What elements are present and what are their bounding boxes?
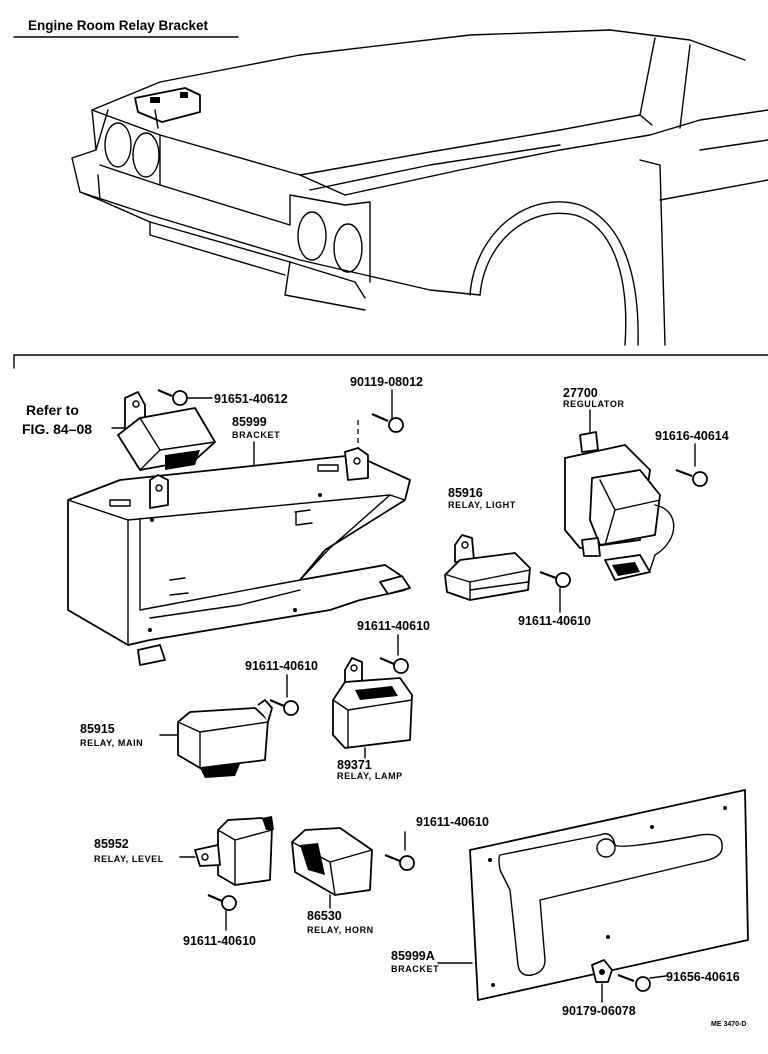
drawing-code: ME 3470-D — [711, 1021, 746, 1028]
bolt-90119 — [371, 412, 404, 433]
bolt-horn — [384, 853, 415, 871]
referenced-relay — [117, 391, 216, 471]
part-number-89371: 89371 — [337, 758, 372, 772]
part-number-85916: 85916 — [448, 486, 483, 500]
reference-line1: Refer to — [26, 402, 79, 418]
regulator-27700 — [564, 431, 675, 581]
part-number-85952: 85952 — [94, 837, 129, 851]
part-number-85915: 85915 — [80, 722, 115, 736]
relay-lamp-89371 — [332, 657, 413, 749]
part-number-91616-40614: 91616-40614 — [655, 429, 729, 443]
part-number-91611-40610-light: 91611-40610 — [518, 614, 591, 628]
relay-light-85916 — [444, 534, 531, 601]
bracket-85999A — [469, 789, 749, 1001]
relay-level-85952 — [194, 816, 274, 886]
reference-line2: FIG. 84–08 — [22, 421, 92, 437]
part-number-91656-40616: 91656-40616 — [666, 970, 740, 984]
part-number-91611-40610-lamp: 91611-40610 — [357, 619, 430, 633]
part-name-relay-light: RELAY, LIGHT — [448, 500, 516, 510]
part-name-regulator: REGULATOR — [563, 399, 625, 409]
part-name-bracket: BRACKET — [232, 430, 280, 440]
car-illustration — [71, 29, 768, 346]
bolt-level — [207, 893, 237, 911]
diagram-title: Engine Room Relay Bracket — [28, 18, 209, 33]
part-number-91651-40612: 91651-40612 — [214, 392, 288, 406]
part-number-91611-40610-horn: 91611-40610 — [416, 815, 489, 829]
part-number-90179-06078: 90179-06078 — [562, 1004, 636, 1018]
part-name-relay-horn: RELAY, HORN — [307, 925, 374, 935]
nut-90179 — [591, 959, 613, 983]
part-number-91611-40610-main: 91611-40610 — [245, 659, 318, 673]
part-number-85999A: 85999A — [391, 949, 435, 963]
part-number-85999: 85999 — [232, 415, 267, 429]
part-number-27700: 27700 — [563, 386, 598, 400]
part-name-bracket-a: BRACKET — [391, 964, 439, 974]
part-name-relay-lamp: RELAY, LAMP — [337, 771, 403, 781]
bolt-lamp — [379, 656, 409, 674]
bolt-91651 — [157, 388, 213, 406]
bracket-85999 — [67, 447, 411, 666]
part-number-91611-40610-level: 91611-40610 — [183, 934, 256, 948]
bolt-91656 — [617, 973, 651, 992]
bolt-91616 — [675, 468, 708, 487]
part-number-90119-08012: 90119-08012 — [350, 375, 423, 389]
part-number-86530: 86530 — [307, 909, 342, 923]
part-name-relay-main: RELAY, MAIN — [80, 738, 143, 748]
bolt-light — [539, 570, 571, 588]
part-name-relay-level: RELAY, LEVEL — [94, 854, 164, 864]
bolt-main — [269, 698, 299, 716]
relay-horn-86530 — [291, 827, 373, 896]
section-divider — [13, 354, 768, 369]
relay-main-85915 — [177, 699, 273, 778]
